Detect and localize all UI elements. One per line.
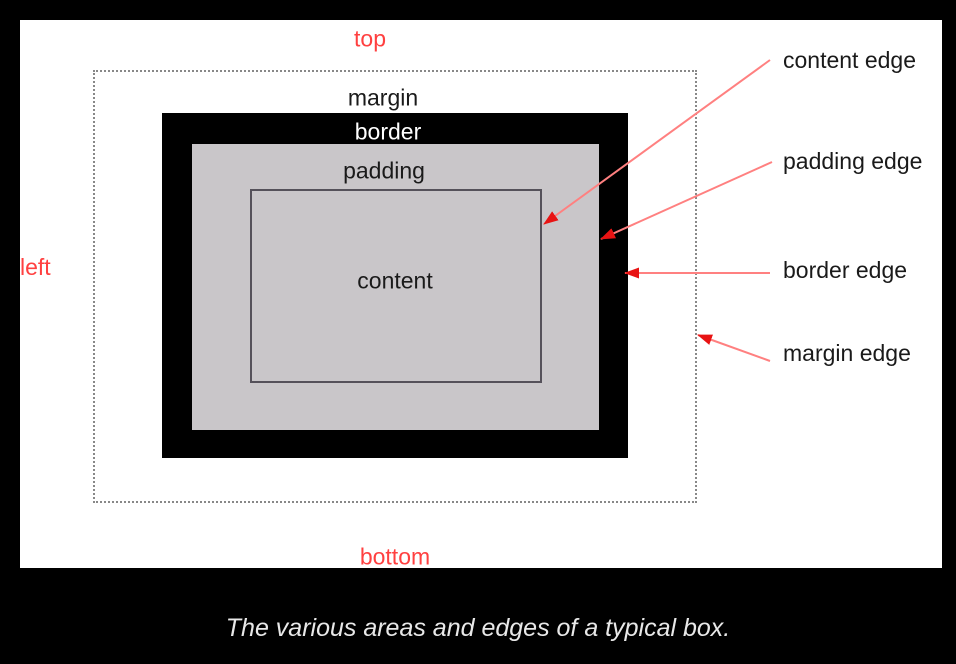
padding-label: padding xyxy=(343,157,425,184)
box-model-diagram-panel: top left bottom margin border padding co… xyxy=(20,20,942,568)
padding-edge-label: padding edge xyxy=(783,148,923,174)
content-edge-label: content edge xyxy=(783,47,917,73)
bottom-direction-label: bottom xyxy=(359,543,431,570)
top-direction-label: top xyxy=(354,25,386,52)
margin-edge-arrow xyxy=(697,334,771,362)
margin-edge-label: margin edge xyxy=(783,340,911,366)
content-label: content xyxy=(357,267,433,294)
margin-edge-rect xyxy=(93,70,697,503)
figure-caption: The various areas and edges of a typical… xyxy=(225,614,731,642)
border-edge-label: border edge xyxy=(783,257,908,283)
margin-label: margin xyxy=(347,84,419,111)
border-label: border xyxy=(354,118,422,145)
left-direction-label: left xyxy=(20,254,51,280)
content-box xyxy=(250,189,542,383)
